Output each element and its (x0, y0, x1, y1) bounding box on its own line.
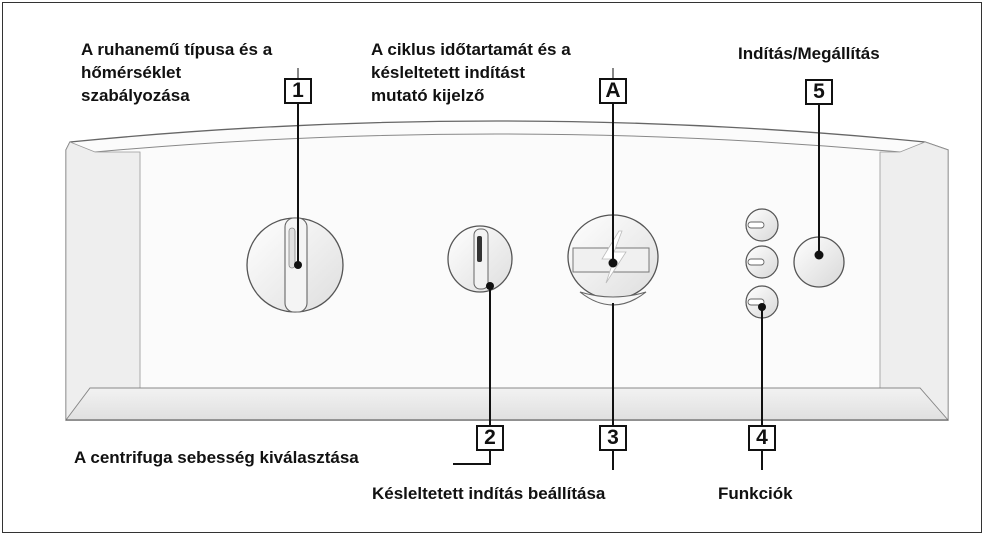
function-button-top[interactable] (745, 208, 779, 242)
label-program-line2: hőmérséklet (81, 63, 182, 82)
callout-box-A: A (599, 78, 627, 104)
label-display-line3: mutató kijelző (371, 86, 485, 105)
label-program-line1: A ruhanemű típusa és a (81, 40, 273, 59)
label-start-stop: Indítás/Megállítás (738, 44, 880, 63)
label-functions: Funkciók (718, 484, 793, 503)
spin-speed-dial[interactable] (447, 225, 513, 293)
delay-start-button[interactable] (579, 291, 647, 306)
start-stop-button[interactable] (793, 236, 845, 288)
callout-box-2: 2 (476, 425, 504, 451)
label-display-line1: A ciklus időtartamát és a (371, 40, 571, 59)
callout-box-1: 1 (284, 78, 312, 104)
callout-box-3: 3 (599, 425, 627, 451)
label-display-line2: késleltetett indítást (371, 63, 525, 82)
label-program-line3: szabályozása (81, 86, 190, 105)
label-spin-speed: A centrifuga sebesség kiválasztása (74, 448, 359, 467)
leader-line-2 (453, 286, 491, 465)
label-delay-start: Késleltetett indítás beállítása (372, 484, 606, 503)
callout-box-5: 5 (805, 79, 833, 105)
leader-lines (297, 68, 820, 470)
function-button-middle[interactable] (745, 245, 779, 279)
callout-box-4: 4 (748, 425, 776, 451)
program-selector-dial[interactable] (246, 217, 344, 313)
